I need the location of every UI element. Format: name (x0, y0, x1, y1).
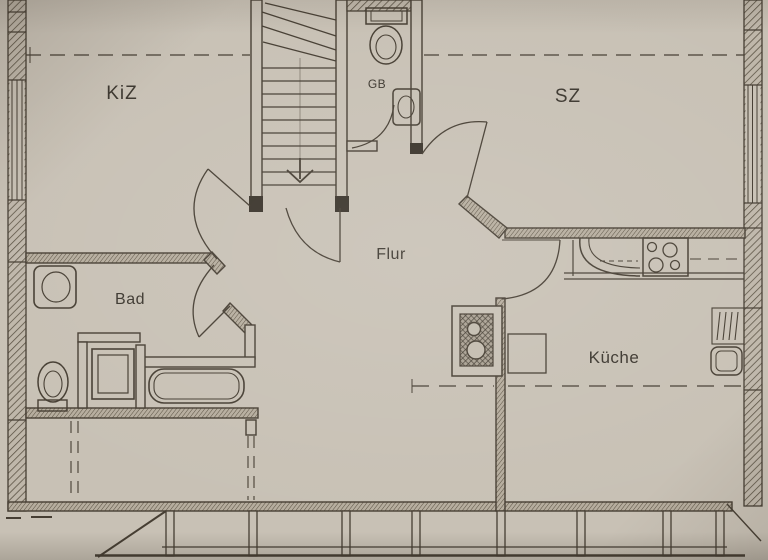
counter (564, 240, 744, 280)
door-sz (421, 120, 488, 199)
wall-bad-niche-left (77, 341, 88, 409)
wall-gb-east (410, 0, 423, 146)
band-left-diagonal (97, 510, 167, 558)
service-shaft-icon (451, 305, 503, 377)
wall-sz-south (504, 227, 746, 239)
exterior-wall-left (7, 0, 27, 512)
washing-machine-icon (91, 348, 135, 400)
label-room-gb: GB (368, 77, 386, 91)
dormer-window-band (6, 503, 762, 558)
door-entrance (285, 207, 341, 263)
kueche-fixtures (451, 237, 745, 377)
wall-south (7, 501, 733, 512)
door-bad (192, 264, 231, 338)
wall-kiz-south (25, 252, 213, 264)
wall-tub-north (142, 356, 256, 368)
wall-stub-flur (245, 419, 257, 436)
washbasin-bad-icon (33, 265, 77, 309)
ground-ticks (6, 516, 52, 519)
wall-bad-niche-top (77, 332, 141, 343)
doors (192, 120, 561, 338)
wall-gb-north (346, 0, 412, 12)
exterior-wall-right (743, 0, 763, 507)
wall-kiz-diagonal-jamb (203, 250, 226, 276)
wall-sz-diagonal (457, 195, 508, 240)
band-mullions (165, 510, 725, 557)
stair-direction-arrow-icon (286, 158, 314, 184)
kitchen-sink-icon (579, 237, 641, 277)
stair-treads (262, 67, 336, 186)
room-labels: KiZ GB SZ Flur Bad Küche (106, 77, 639, 367)
staircase-down (249, 0, 349, 212)
bathtub-icon (148, 368, 245, 404)
interior-walls (25, 195, 746, 512)
stair-wall-right (335, 0, 348, 199)
toilet-bad-icon (37, 361, 69, 412)
toilet-gb-icon (365, 7, 408, 65)
stair-wall-left (250, 0, 263, 199)
wall-bad-east (244, 324, 256, 360)
stove-icon (642, 237, 689, 277)
label-room-kueche: Küche (589, 348, 640, 367)
label-room-bad: Bad (115, 291, 145, 308)
window-sz-right-icon (747, 85, 758, 203)
roof-slope-lines (26, 47, 744, 500)
wall-bad-south (25, 407, 259, 419)
kitchen-table-icon (507, 333, 547, 374)
bad-fixtures (33, 265, 245, 412)
label-room-kiz: KiZ (106, 83, 138, 104)
room-gb (346, 0, 423, 154)
stair-winders (261, 2, 337, 62)
window-kiz-left-icon (11, 80, 23, 200)
radiator-icon (711, 307, 745, 345)
washbasin-gb-icon (392, 88, 421, 126)
band-right-diagonal (726, 503, 762, 542)
label-room-flur: Flur (376, 246, 406, 263)
label-room-sz: SZ (555, 86, 581, 107)
basin-icon (710, 346, 743, 376)
door-kiz (193, 168, 251, 260)
wall-bad-divider (135, 344, 146, 409)
door-kueche (501, 239, 561, 300)
